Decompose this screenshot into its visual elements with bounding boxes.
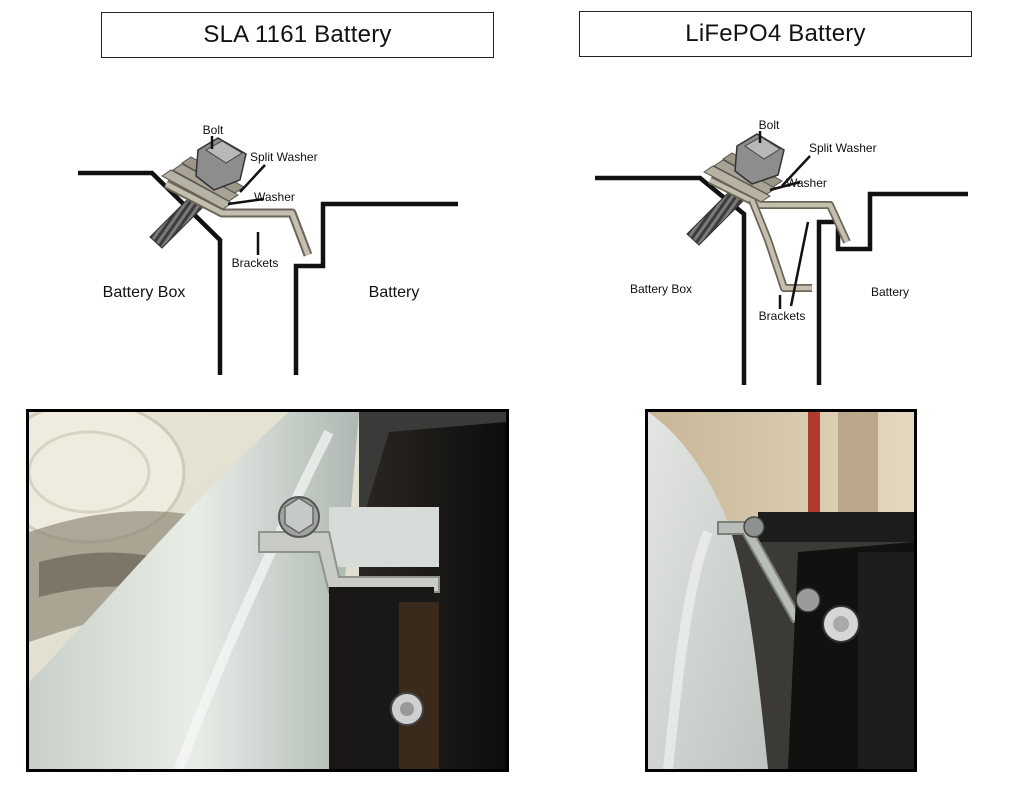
sla-brackets-label: Brackets [232, 256, 279, 270]
lifepo4-battery-box-outline [595, 175, 747, 385]
lifepo4-washer-label: Washer [786, 176, 827, 190]
lifepo4-diagram: Bolt Split Washer Washer Brackets Batter… [595, 118, 968, 385]
sla-diagram: Bolt Split Washer Washer Brackets Batter… [78, 123, 458, 375]
sla-washer-label: Washer [254, 190, 295, 204]
lifepo4-battery-outline [816, 191, 968, 385]
sla-installation-photo [26, 409, 509, 772]
mounting-diagrams: Bolt Split Washer Washer Brackets Batter… [78, 118, 968, 385]
lifepo4-bolt-label: Bolt [759, 118, 780, 132]
sla-split-washer-label: Split Washer [250, 150, 318, 164]
lifepo4-battery-title: LiFePO4 Battery [579, 11, 972, 57]
lifepo4-brackets-label: Brackets [759, 309, 806, 323]
lifepo4-split-washer-label: Split Washer [809, 141, 877, 155]
sla-battery-label: Battery [369, 284, 420, 301]
sla-battery-outline [293, 201, 458, 375]
lifepo4-battery-box-label: Battery Box [630, 282, 692, 296]
lifepo4-installation-photo [645, 409, 917, 772]
sla-battery-box-label: Battery Box [103, 284, 186, 301]
lifepo4-battery-label: Battery [871, 285, 909, 299]
sla-bolt-icon [149, 137, 247, 249]
sla-battery-title: SLA 1161 Battery [101, 12, 494, 58]
lifepo4-bolt-icon [686, 133, 785, 246]
sla-bolt-label: Bolt [203, 123, 224, 137]
